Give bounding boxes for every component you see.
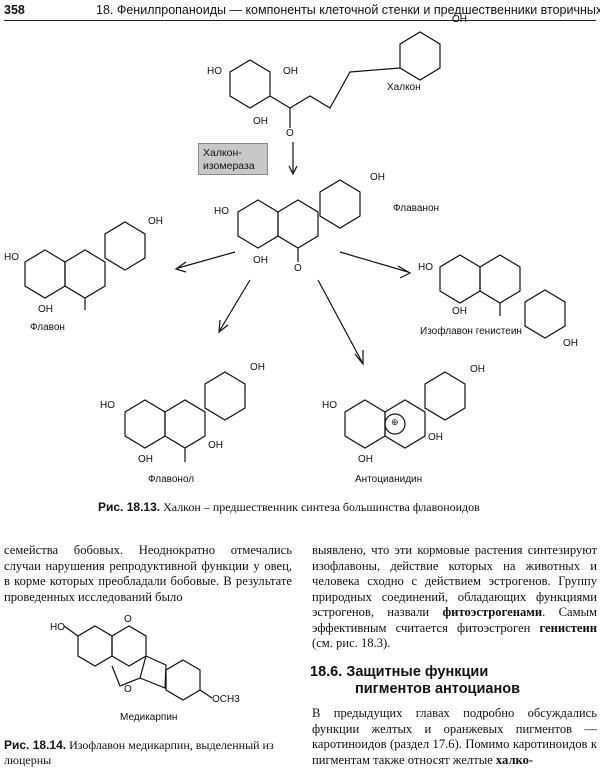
group-label: OH [452, 306, 467, 317]
group-label: OH [253, 116, 268, 127]
group-label: OH [358, 454, 373, 465]
group-label: OH [208, 440, 223, 451]
section-heading: 18.6. Защитные функции пигментов антоциа… [310, 664, 520, 698]
group-label: OCH3 [212, 694, 240, 705]
flavone-label: Флавон [30, 322, 65, 333]
running-title: 18. Фенилпропаноиды — компоненты клеточн… [96, 3, 600, 17]
page-number: 358 [4, 3, 25, 17]
section-number: 18.6. [310, 664, 343, 680]
text: (см. рис. 18.3). [312, 636, 391, 650]
group-label: O [294, 263, 302, 274]
caption-label: Рис. 18.14. [4, 738, 67, 752]
group-label: OH [38, 304, 53, 315]
section-title: пигментов антоцианов [355, 681, 520, 697]
group-label: O [286, 128, 294, 139]
group-label: OH [253, 255, 268, 266]
group-label: HO [207, 66, 222, 77]
figure-18-14-caption: Рис. 18.14. Изофлавон медикарпин, выделе… [4, 738, 294, 768]
group-label: OH [283, 66, 298, 77]
flavanone-structure [237, 179, 361, 262]
running-header: 358 18. Фенилпропаноиды — компоненты кле… [4, 2, 600, 21]
flavonol-structure [124, 371, 246, 462]
term: генистеин [539, 620, 597, 635]
group-label: HO [50, 622, 65, 633]
group-label: HO [418, 262, 433, 273]
group-label: OH [428, 432, 443, 443]
group-label: OH [470, 364, 485, 375]
group-label: OH [452, 14, 467, 25]
group-label: HO [100, 400, 115, 411]
caption-text: Халкон – предшественник синтеза большинс… [163, 500, 480, 514]
text: . Самым эффективным считается фитоэстрог… [312, 605, 598, 635]
anthocyanidin-label: Антоцианидин [355, 474, 423, 485]
group-label: HO [214, 206, 229, 217]
arrow [317, 279, 364, 366]
group-label: OH [370, 172, 385, 183]
flavonol-label: Флавонол [148, 474, 195, 485]
group-label: OH [250, 362, 265, 373]
caption-label: Рис. 18.13. [98, 500, 161, 514]
group-label: HO [322, 400, 337, 411]
positive-charge: ⊕ [391, 417, 399, 427]
isoflavone-label: Изофлавон генистеин [420, 326, 522, 337]
group-label: OH [138, 454, 153, 465]
arrow [339, 251, 412, 279]
right-column-paragraph-2: В предыдущих главах подробно обсуждались… [312, 706, 597, 768]
term: халко- [495, 752, 534, 767]
right-column-paragraph-1: выявлено, что эти кормовые растения синт… [312, 543, 597, 652]
text: выявлено, что эти кормовые растения синт… [312, 543, 597, 619]
caption-text: Изофлавон медикарпин, выделенный из люце… [4, 738, 274, 767]
chalcone-structure [229, 31, 441, 128]
medicarpin-label: Медикарпин [120, 712, 178, 723]
group-label: OH [563, 338, 578, 349]
figure-18-13-caption: Рис. 18.13. Халкон – предшественник синт… [98, 500, 480, 515]
section-title: Защитные функции [346, 664, 489, 680]
group-label: O [124, 684, 132, 695]
anthocyanidin-structure [344, 371, 466, 449]
chalcone-label: Халкон [387, 82, 421, 93]
flavanone-label: Флаванон [393, 203, 440, 214]
medicarpin-structure [63, 625, 213, 701]
arrow [174, 251, 236, 273]
enzyme-box: Халкон-изомераза [198, 143, 268, 175]
term: фитоэстрогенами [442, 605, 543, 619]
text: В предыдущих главах подробно обсуждались… [312, 706, 597, 767]
figure-18-13-structures [24, 31, 566, 462]
arrow [288, 142, 298, 176]
flavone-structure [24, 221, 146, 310]
isoflavone-structure [439, 254, 566, 339]
group-label: HO [4, 252, 19, 263]
group-label: O [124, 614, 132, 625]
left-column-text: семейства бобовых. Неоднократно отмечали… [4, 543, 292, 604]
arrow [218, 279, 251, 334]
group-label: OH [148, 216, 163, 227]
